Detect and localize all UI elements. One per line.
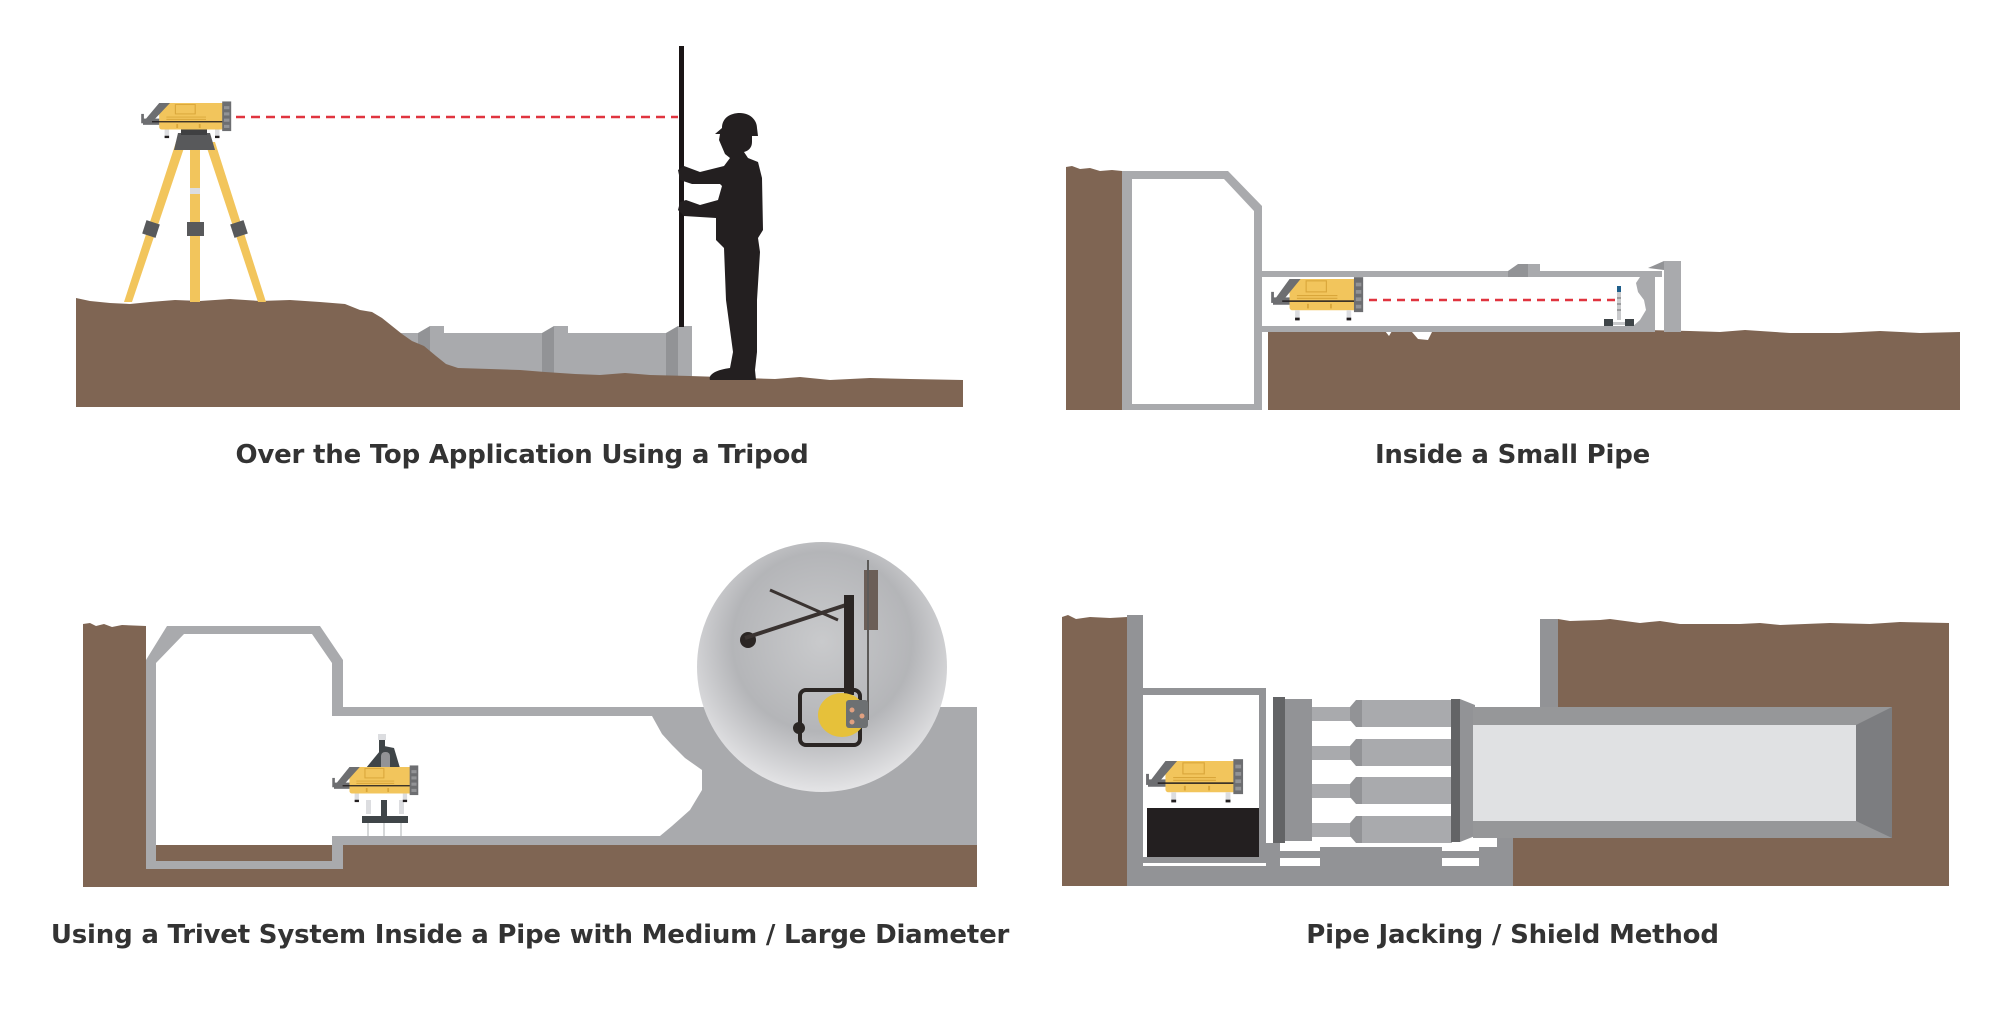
caption-trivet: Using a Trivet System Inside a Pipe with… [50,920,1010,950]
panel-small-pipe [1066,166,1960,410]
jacking-frame-icon [1273,697,1475,843]
pipe-laser-icon [331,764,419,803]
grade-rod-icon [679,46,684,327]
panel-tripod [76,46,963,407]
tripod-icon [124,128,266,302]
ground-soil-left [1066,166,1122,410]
small-pipe-bottom-wall [1262,326,1642,332]
panel-trivet [83,542,977,887]
ground-soil [83,623,146,887]
small-pipe-top-wall [1262,271,1662,277]
caption-pipe-jacking: Pipe Jacking / Shield Method [1306,920,1719,950]
caption-small-pipe: Inside a Small Pipe [1374,440,1651,470]
worker-silhouette-icon [678,113,763,380]
shaft-floor [1127,866,1513,886]
ground-soil-right [1268,327,1960,410]
pipe-end-break [1625,277,1655,332]
panel-pipe-jacking [1062,615,1949,886]
jacked-pipe [1473,707,1892,838]
target-icon [1604,286,1634,326]
trivet-photo-inset [697,542,947,792]
pipe-laser-icon [1145,758,1244,804]
shaft-wall-left [1127,615,1143,886]
caption-tripod: Over the Top Application Using a Tripod [235,440,809,470]
ground-soil-left [1062,615,1127,886]
laser-stand-block [1147,808,1259,857]
